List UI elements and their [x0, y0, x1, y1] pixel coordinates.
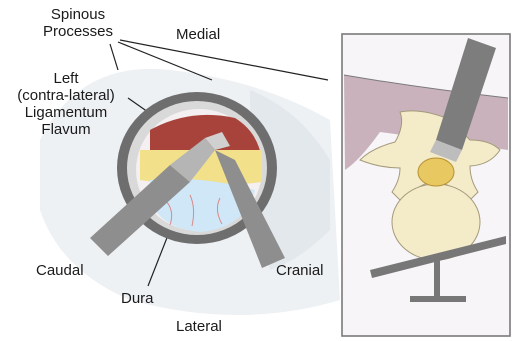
label-spinous-line-2: Processes: [33, 23, 123, 40]
leader-spinous-1: [110, 44, 118, 70]
label-ligamentum-line-2: (contra-lateral): [2, 87, 130, 104]
label-spinous-line-1: Spinous: [33, 6, 123, 23]
label-medial: Medial: [176, 26, 220, 43]
label-ligamentum-line-1: Left: [2, 70, 130, 87]
label-ligamentum-line-3: Ligamentum: [2, 104, 130, 121]
label-spinous-processes: Spinous Processes: [33, 6, 123, 40]
label-lateral: Lateral: [176, 318, 222, 335]
label-caudal: Caudal: [36, 262, 84, 279]
label-dura: Dura: [121, 290, 154, 307]
label-ligamentum-flavum: Left (contra-lateral) Ligamentum Flavum: [2, 70, 130, 138]
inset-panel: [342, 34, 510, 336]
bone-graft: [418, 158, 454, 186]
label-ligamentum-line-4: Flavum: [2, 121, 130, 138]
label-cranial: Cranial: [276, 262, 324, 279]
